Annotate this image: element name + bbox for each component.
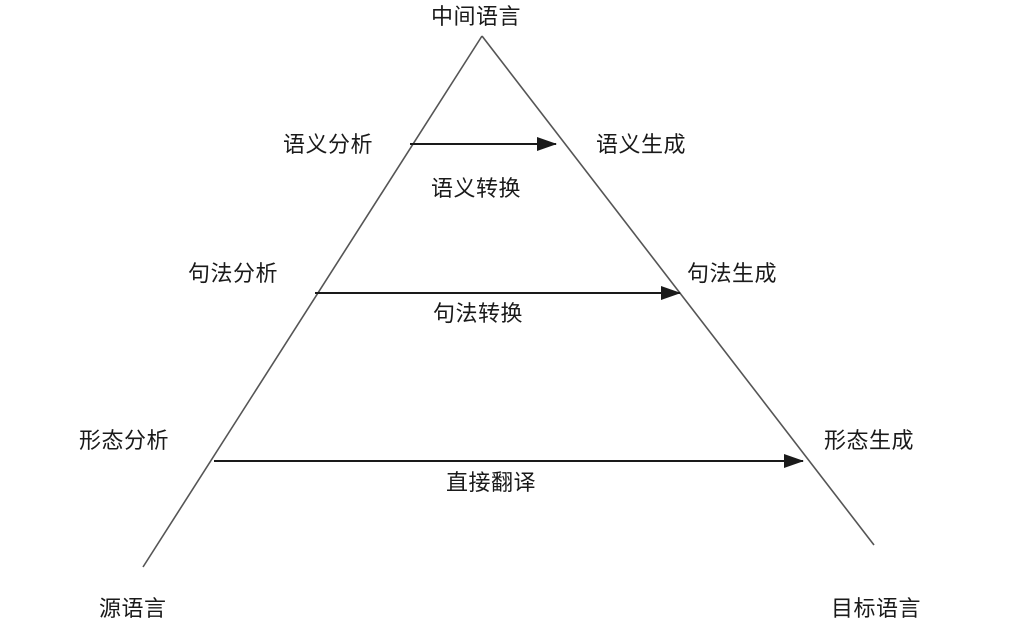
syntactic-generation-label: 句法生成 <box>687 262 778 287</box>
semantic-analysis-label: 语义分析 <box>283 133 374 158</box>
syntactic-analysis-label: 句法分析 <box>188 262 279 287</box>
semantic-generation-label: 语义生成 <box>596 133 687 158</box>
morphological-analysis-label: 形态分析 <box>79 429 170 454</box>
pyramid-right-side <box>481 35 875 546</box>
morphological-generation-label: 形态生成 <box>824 429 915 454</box>
syntactic-transfer-label: 句法转换 <box>433 302 524 327</box>
semantic-transfer-label: 语义转换 <box>431 177 522 202</box>
source-language-label: 源语言 <box>99 597 167 622</box>
apex-label: 中间语言 <box>431 5 522 30</box>
target-language-label: 目标语言 <box>831 597 922 622</box>
pyramid-left-side <box>142 35 483 568</box>
direct-translation-label: 直接翻译 <box>446 471 537 496</box>
